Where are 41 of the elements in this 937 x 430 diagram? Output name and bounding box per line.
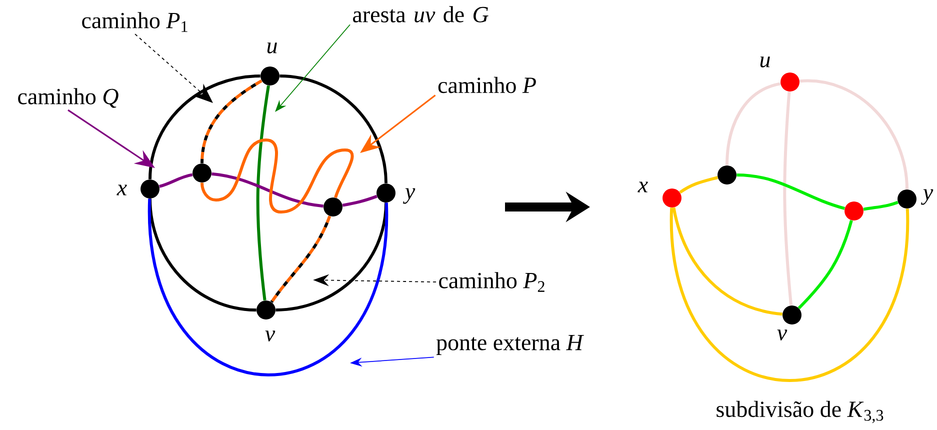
vertex-dot (718, 166, 736, 184)
vertex-label: y (403, 188, 416, 204)
vertex-label: u (760, 56, 770, 68)
vertex-label: x (116, 184, 127, 196)
vertex-label: v (265, 330, 276, 342)
caption-text: subdivisão de K$_{3,3}$ (716, 400, 884, 424)
graph-edge (158, 173, 193, 188)
vertex-dot (192, 164, 212, 182)
annotation-text: caminho Q (18, 88, 118, 108)
graph-edge (276, 202, 388, 312)
graph-edge (798, 220, 853, 310)
graph-edge (726, 82, 781, 166)
graph-edge (148, 198, 256, 312)
graph-edge (270, 216, 332, 303)
vertex-label: x (638, 182, 648, 192)
graph-edge (672, 207, 783, 316)
vertex-label: y (920, 189, 934, 205)
graph-edge (148, 198, 388, 376)
vertex-label: u (267, 42, 277, 54)
annotation-text: caminho P$_{1}$ (82, 12, 188, 32)
annotation-text: aresta uv de G (353, 6, 488, 22)
graph-edge (783, 92, 793, 306)
graph-edge (670, 208, 909, 382)
graph-edge (280, 74, 388, 184)
vertex-label: v (777, 330, 788, 340)
annotation-text: caminho P$_{2}$ (439, 272, 544, 292)
graph-edge (736, 174, 846, 210)
graph-edge (211, 172, 324, 208)
annotation-text: ponte externa H (436, 335, 584, 355)
graph-edge (800, 80, 908, 190)
graph-edge (200, 138, 354, 214)
annotation-text: caminho P (438, 76, 536, 94)
vertex-dot (844, 202, 864, 220)
graph-edge (256, 85, 270, 301)
graph-edge (200, 80, 262, 164)
graph-edge (342, 194, 378, 207)
graph-edge (679, 176, 718, 194)
vertex-dot (324, 197, 342, 216)
graph-edge (863, 200, 898, 211)
leader-arrow (134, 34, 213, 103)
graph-edge (148, 74, 260, 180)
